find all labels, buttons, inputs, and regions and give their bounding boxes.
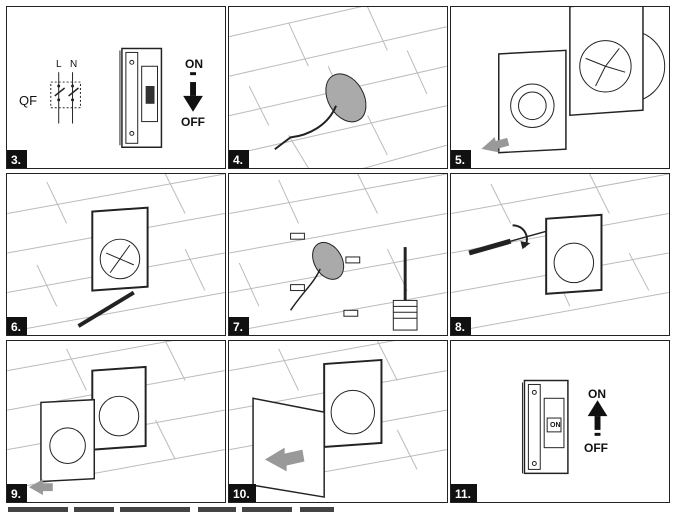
circuit-breaker-illustration xyxy=(50,47,203,148)
step-number-badge: 5. xyxy=(451,150,472,168)
step-7-panel: 7. xyxy=(228,173,448,336)
illegible-text-strip xyxy=(8,507,334,512)
power-on-illustration xyxy=(521,379,608,475)
step-number-badge: 8. xyxy=(451,317,472,335)
switch-on-label: ON xyxy=(550,422,561,429)
drilling-illustration xyxy=(229,174,447,333)
step-4-panel: 4. xyxy=(228,6,448,169)
step-5-panel: 5. xyxy=(450,6,670,169)
n-label: N xyxy=(70,59,78,70)
on-label: ON xyxy=(185,57,203,71)
step-10-panel: 10. xyxy=(228,340,448,503)
l-label: L xyxy=(56,59,62,70)
step-number-badge: 9. xyxy=(7,484,28,502)
step-number-badge: 7. xyxy=(229,317,250,335)
step-11-panel: ON ON OFF 11. xyxy=(450,340,670,503)
step-number-badge: 11. xyxy=(451,484,478,502)
fan-alignment-illustration xyxy=(7,174,225,333)
instruction-grid: QF L N ON OFF 3. 4. xyxy=(6,6,670,503)
step-8-panel: 8. xyxy=(450,173,670,336)
step-6-panel: 6. xyxy=(6,173,226,336)
step-number-badge: 4. xyxy=(229,150,250,168)
off-label: OFF xyxy=(584,441,608,455)
step-number-badge: 10. xyxy=(229,484,256,502)
cover-reattach-illustration xyxy=(7,341,225,496)
screw-mounting-illustration xyxy=(451,174,669,333)
step-number-badge: 6. xyxy=(7,317,28,335)
on-label: ON xyxy=(588,387,606,401)
fan-cover-removal-illustration xyxy=(481,7,666,154)
qf-label: QF xyxy=(19,93,38,108)
cropped-footer-text xyxy=(8,504,648,516)
front-panel-install-illustration xyxy=(229,341,447,498)
step-9-panel: 9. xyxy=(6,340,226,503)
step-3-panel: QF L N ON OFF 3. xyxy=(6,6,226,169)
step-number-badge: 3. xyxy=(7,150,28,168)
off-label: OFF xyxy=(181,115,205,129)
wall-hole-illustration xyxy=(229,7,447,168)
